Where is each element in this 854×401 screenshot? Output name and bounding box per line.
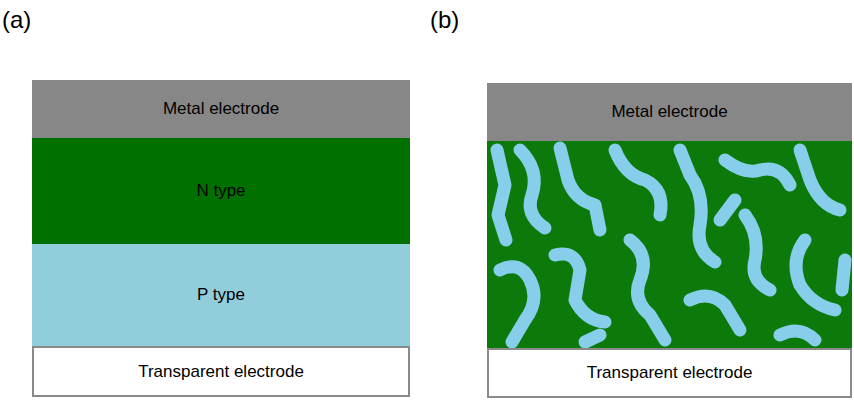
metal-electrode: Metal electrode [32,80,410,138]
panel-label: (b) [430,6,459,34]
metal-electrode: Metal electrode [487,83,852,141]
layer-label: Metal electrode [605,102,733,122]
p-type-layer: P type [32,244,410,346]
n-type-layer: N type [32,138,410,244]
layer-label: Transparent electrode [581,363,759,383]
layer-label: Metal electrode [157,99,285,119]
transparent-electrode: Transparent electrode [32,346,410,397]
layer-label: P type [191,285,251,305]
transparent-electrode: Transparent electrode [487,348,852,398]
donor-acceptor-blend [487,141,852,349]
p-type-domains [497,148,845,342]
panel-label: (a) [2,6,31,34]
layer-label: Transparent electrode [132,362,310,382]
layer-label: N type [190,181,251,201]
